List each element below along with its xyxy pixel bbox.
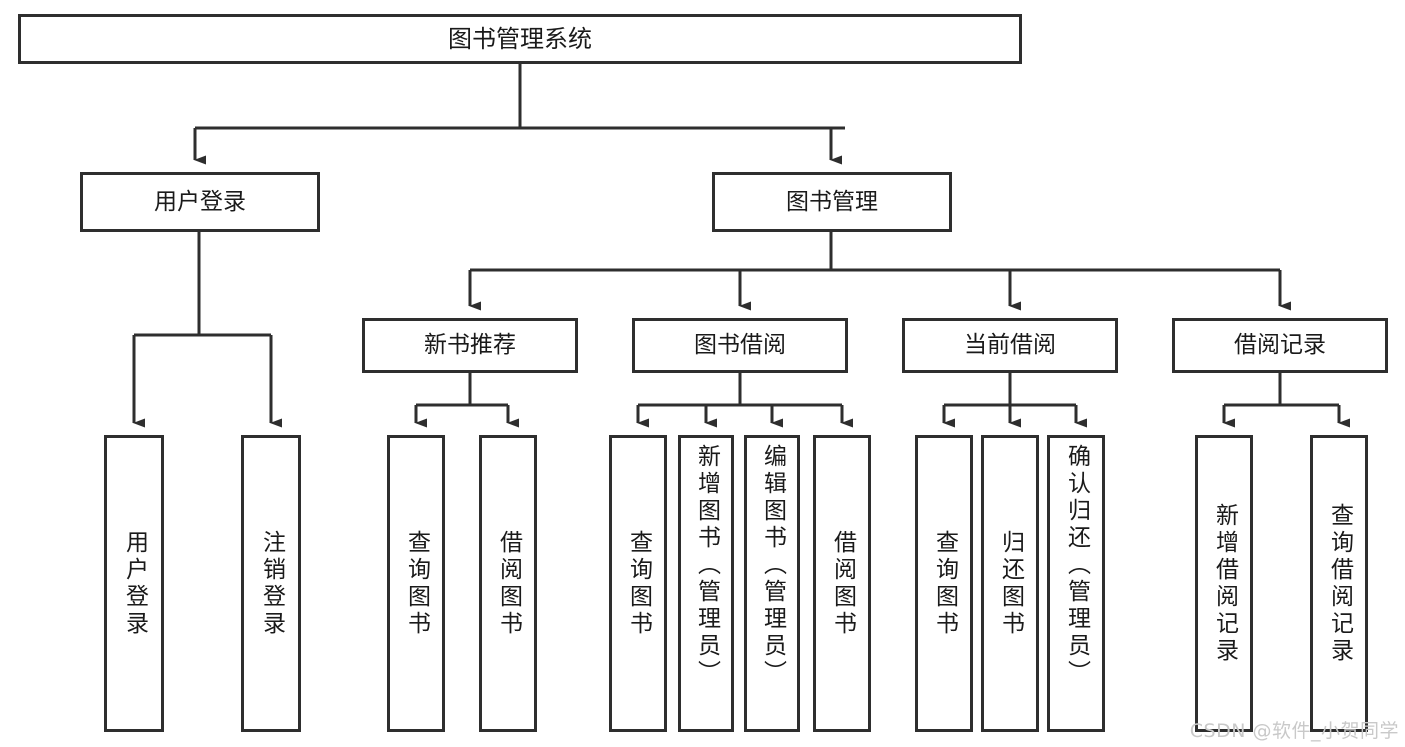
leaf-newbook-query-book[interactable]: 查询图书 xyxy=(387,435,445,732)
node-label: 当前借阅 xyxy=(964,332,1056,359)
node-label: 注销登录 xyxy=(258,529,285,638)
node-new-book-recommend[interactable]: 新书推荐 xyxy=(362,318,578,373)
leaf-current-return-book[interactable]: 归还图书 xyxy=(981,435,1039,732)
node-label: 图书管理系统 xyxy=(448,25,592,53)
node-label: 归还图书 xyxy=(997,529,1024,638)
node-label: 借阅图书 xyxy=(495,529,522,638)
leaf-newbook-borrow-book[interactable]: 借阅图书 xyxy=(479,435,537,732)
node-label: 编辑图书（管理员） xyxy=(759,444,786,687)
node-root[interactable]: 图书管理系统 xyxy=(18,14,1022,64)
leaf-user-login[interactable]: 用户登录 xyxy=(104,435,164,732)
leaf-current-query-book[interactable]: 查询图书 xyxy=(915,435,973,732)
leaf-borrow-query-book[interactable]: 查询图书 xyxy=(609,435,667,732)
node-label: 借阅图书 xyxy=(829,529,856,638)
node-label: 新增借阅记录 xyxy=(1211,502,1238,665)
node-borrow-record[interactable]: 借阅记录 xyxy=(1172,318,1388,373)
leaf-logout[interactable]: 注销登录 xyxy=(241,435,301,732)
node-label: 借阅记录 xyxy=(1234,332,1326,359)
node-label: 新增图书（管理员） xyxy=(693,444,720,687)
leaf-borrow-borrow-book[interactable]: 借阅图书 xyxy=(813,435,871,732)
leaf-current-confirm-return[interactable]: 确认归还（管理员） xyxy=(1047,435,1105,732)
leaf-record-add[interactable]: 新增借阅记录 xyxy=(1195,435,1253,732)
node-label: 图书借阅 xyxy=(694,332,786,359)
node-label: 查询借阅记录 xyxy=(1326,502,1353,665)
node-label: 查询图书 xyxy=(403,529,430,638)
node-current-borrow[interactable]: 当前借阅 xyxy=(902,318,1118,373)
node-label: 用户登录 xyxy=(154,188,246,215)
node-label: 查询图书 xyxy=(931,529,958,638)
leaf-borrow-add-book[interactable]: 新增图书（管理员） xyxy=(678,435,734,732)
leaf-record-query[interactable]: 查询借阅记录 xyxy=(1310,435,1368,732)
watermark: CSDN @软件_小贺同学 xyxy=(1189,720,1399,742)
node-label: 新书推荐 xyxy=(424,332,516,359)
leaf-borrow-edit-book[interactable]: 编辑图书（管理员） xyxy=(744,435,800,732)
node-user-login[interactable]: 用户登录 xyxy=(80,172,320,232)
node-label: 查询图书 xyxy=(625,529,652,638)
node-label: 确认归还（管理员） xyxy=(1063,444,1090,687)
node-book-borrow[interactable]: 图书借阅 xyxy=(632,318,848,373)
node-book-management[interactable]: 图书管理 xyxy=(712,172,952,232)
node-label: 用户登录 xyxy=(121,529,148,638)
node-label: 图书管理 xyxy=(786,188,878,215)
